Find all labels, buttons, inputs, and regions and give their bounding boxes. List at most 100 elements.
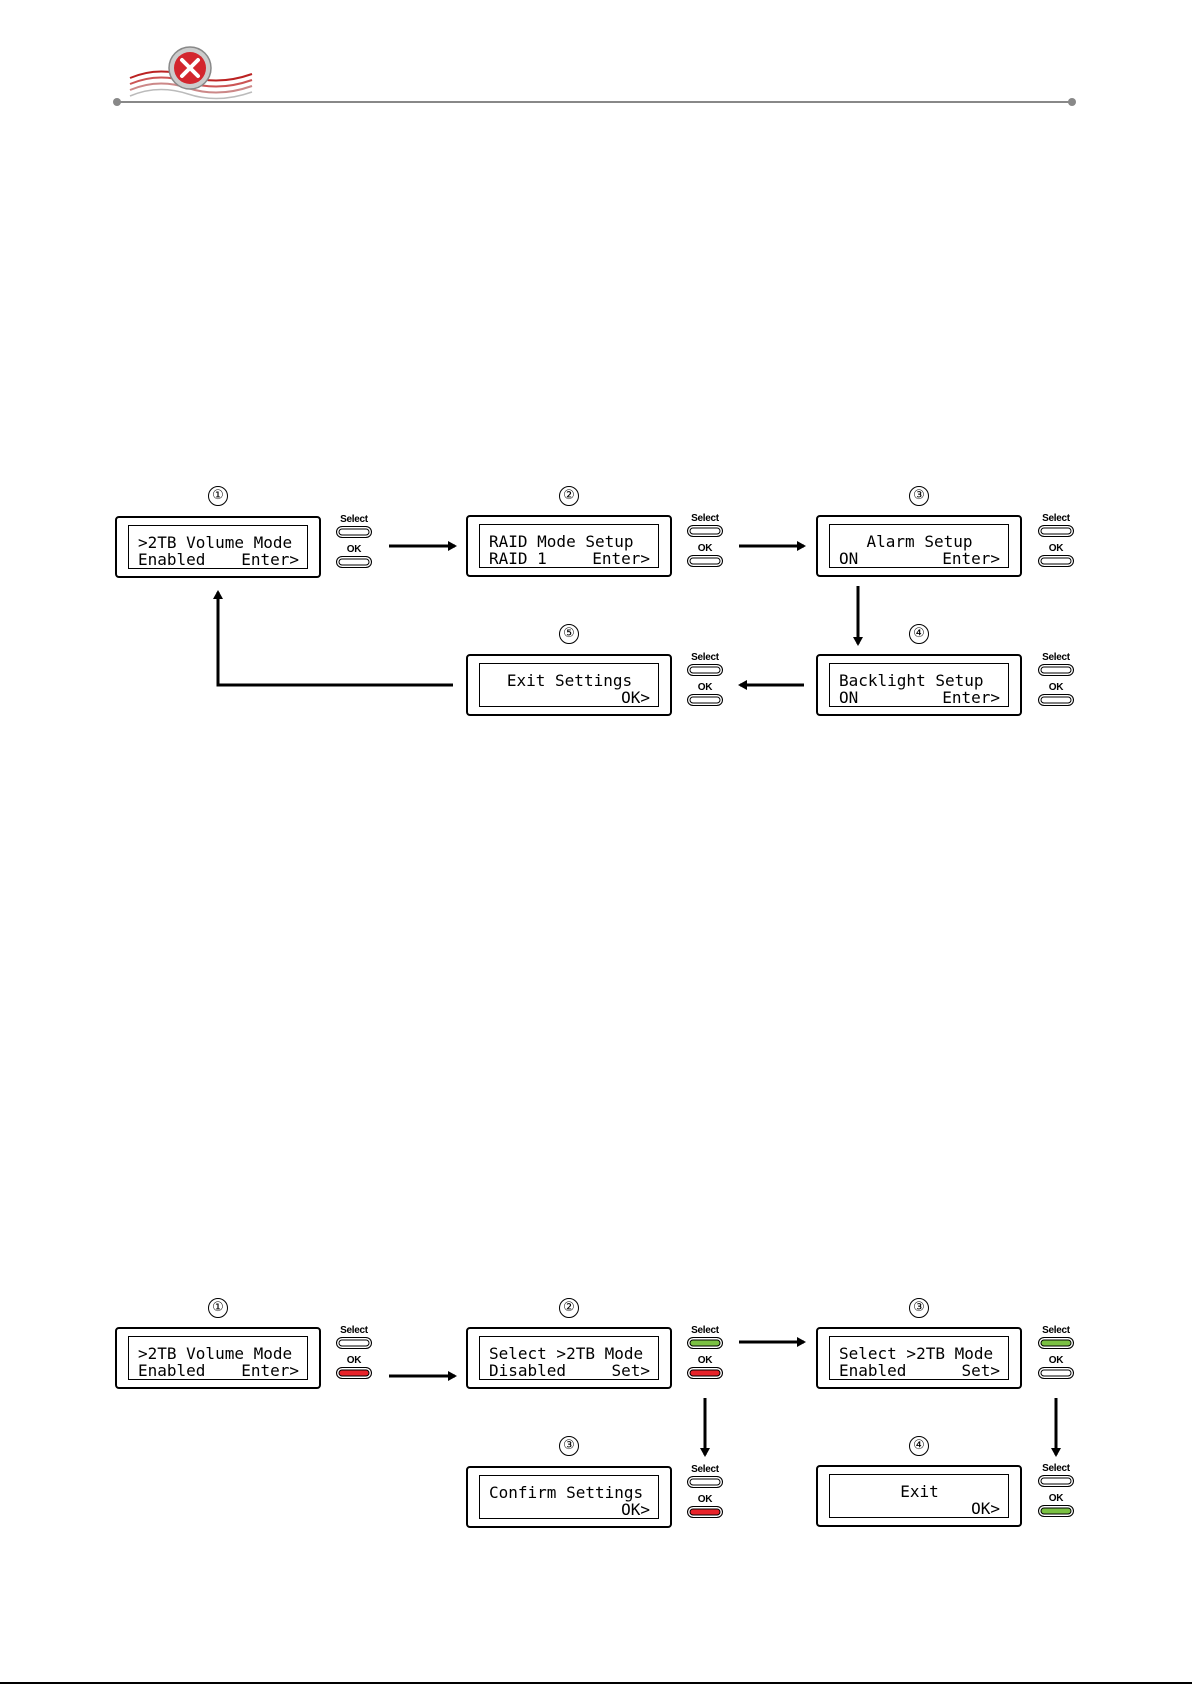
step-number: ① bbox=[208, 486, 228, 506]
lcd-line-2: Enabled Set> bbox=[839, 1362, 1000, 1380]
lcd-line-2-right: OK> bbox=[971, 1499, 1000, 1518]
lcd-line-2-left: Enabled bbox=[839, 1361, 907, 1380]
lcd-line-2: ON Enter> bbox=[839, 550, 1000, 568]
step-number: ④ bbox=[909, 1436, 929, 1456]
ok-button[interactable] bbox=[687, 694, 723, 706]
button-panel: Select OK bbox=[684, 513, 726, 569]
ok-button-pressed[interactable] bbox=[336, 1367, 372, 1379]
step-number: ③ bbox=[909, 486, 929, 506]
button-panel: Select OK bbox=[333, 1325, 375, 1381]
lcd-line-1: Exit Settings bbox=[506, 671, 633, 690]
select-button-pressed[interactable] bbox=[687, 1337, 723, 1349]
lcd-line-2: OK> bbox=[839, 1500, 1000, 1518]
select-button[interactable] bbox=[1038, 664, 1074, 676]
ok-button-pressed[interactable] bbox=[1038, 1505, 1074, 1517]
select-button[interactable] bbox=[336, 1337, 372, 1349]
lcd-line-2: Enabled Enter> bbox=[138, 1362, 299, 1380]
lcd-line-1: Exit bbox=[900, 1482, 939, 1501]
lcd-screen: Confirm Settings OK> bbox=[466, 1466, 672, 1528]
lcd-line-2-left: ON bbox=[839, 549, 859, 568]
lcd-line-1: Confirm Settings bbox=[489, 1483, 644, 1502]
header-divider-end-left bbox=[113, 98, 121, 106]
select-label: Select bbox=[1042, 1325, 1070, 1336]
select-label: Select bbox=[340, 1325, 368, 1336]
button-panel: Select OK bbox=[1035, 652, 1077, 708]
step-number: ③ bbox=[909, 1298, 929, 1318]
lcd-line-1: Backlight Setup bbox=[839, 671, 984, 690]
lcd-line-2: Enabled Enter> bbox=[138, 551, 299, 569]
select-button[interactable] bbox=[1038, 525, 1074, 537]
lcd-display: Alarm Setup ON Enter> bbox=[829, 524, 1009, 568]
lcd-line-2-right: Enter> bbox=[241, 1361, 299, 1380]
lcd-line-2: RAID 1 Enter> bbox=[489, 550, 650, 568]
button-panel: Select OK bbox=[684, 652, 726, 708]
ok-button[interactable] bbox=[336, 556, 372, 568]
ok-label: OK bbox=[697, 543, 713, 554]
button-panel: Select OK bbox=[684, 1325, 726, 1381]
step-number: ② bbox=[559, 486, 579, 506]
lcd-display: Confirm Settings OK> bbox=[479, 1475, 659, 1519]
button-panel: Select OK bbox=[684, 1464, 726, 1520]
lcd-line-1: >2TB Volume Mode bbox=[138, 533, 293, 552]
select-label: Select bbox=[691, 513, 719, 524]
footer-divider bbox=[0, 1682, 1192, 1684]
lcd-line-2-right: Enter> bbox=[592, 549, 650, 568]
lcd-screen: Alarm Setup ON Enter> bbox=[816, 515, 1022, 577]
ok-button[interactable] bbox=[1038, 1367, 1074, 1379]
lcd-line-2-right: Enter> bbox=[942, 549, 1000, 568]
logo-icon bbox=[128, 44, 254, 114]
lcd-screen: Exit Settings OK> bbox=[466, 654, 672, 716]
lcd-line-2-left: RAID 1 bbox=[489, 549, 547, 568]
lcd-display: >2TB Volume Mode Enabled Enter> bbox=[128, 1336, 308, 1380]
button-panel: Select OK bbox=[1035, 513, 1077, 569]
lcd-line-1: Select >2TB Mode bbox=[489, 1344, 644, 1363]
lcd-line-2-right: Enter> bbox=[241, 550, 299, 569]
lcd-line-1: >2TB Volume Mode bbox=[138, 1344, 293, 1363]
step-number: ⑤ bbox=[559, 624, 579, 644]
lcd-line-1: Alarm Setup bbox=[866, 532, 973, 551]
step-number: ③ bbox=[559, 1436, 579, 1456]
ok-button-pressed[interactable] bbox=[687, 1506, 723, 1518]
ok-button[interactable] bbox=[1038, 555, 1074, 567]
select-button[interactable] bbox=[687, 525, 723, 537]
ok-label: OK bbox=[346, 544, 362, 555]
select-button[interactable] bbox=[336, 526, 372, 538]
lcd-line-2-right: Set> bbox=[961, 1361, 1000, 1380]
lcd-line-2-right: OK> bbox=[621, 688, 650, 707]
select-label: Select bbox=[1042, 513, 1070, 524]
select-button[interactable] bbox=[687, 664, 723, 676]
ok-label: OK bbox=[697, 682, 713, 693]
lcd-line-2-right: Set> bbox=[611, 1361, 650, 1380]
ok-label: OK bbox=[1048, 1493, 1064, 1504]
lcd-display: Exit OK> bbox=[829, 1474, 1009, 1518]
lcd-line-2-left: Enabled bbox=[138, 550, 206, 569]
lcd-line-2-right: OK> bbox=[621, 1500, 650, 1519]
ok-button-pressed[interactable] bbox=[687, 1367, 723, 1379]
lcd-line-2: OK> bbox=[489, 689, 650, 707]
lcd-display: >2TB Volume Mode Enabled Enter> bbox=[128, 525, 308, 569]
select-button[interactable] bbox=[687, 1476, 723, 1488]
select-label: Select bbox=[691, 1325, 719, 1336]
select-button[interactable] bbox=[1038, 1475, 1074, 1487]
select-label: Select bbox=[340, 514, 368, 525]
ok-button[interactable] bbox=[1038, 694, 1074, 706]
lcd-line-2-right: Enter> bbox=[942, 688, 1000, 707]
arrow-d1-5-to-1 bbox=[213, 590, 453, 687]
ok-label: OK bbox=[1048, 682, 1064, 693]
select-button-pressed[interactable] bbox=[1038, 1337, 1074, 1349]
step-number: ② bbox=[559, 1298, 579, 1318]
lcd-line-2-left: Enabled bbox=[138, 1361, 206, 1380]
select-label: Select bbox=[1042, 652, 1070, 663]
lcd-screen: >2TB Volume Mode Enabled Enter> bbox=[115, 1327, 321, 1389]
ok-button[interactable] bbox=[687, 555, 723, 567]
select-label: Select bbox=[691, 652, 719, 663]
lcd-line-2: OK> bbox=[489, 1501, 650, 1519]
